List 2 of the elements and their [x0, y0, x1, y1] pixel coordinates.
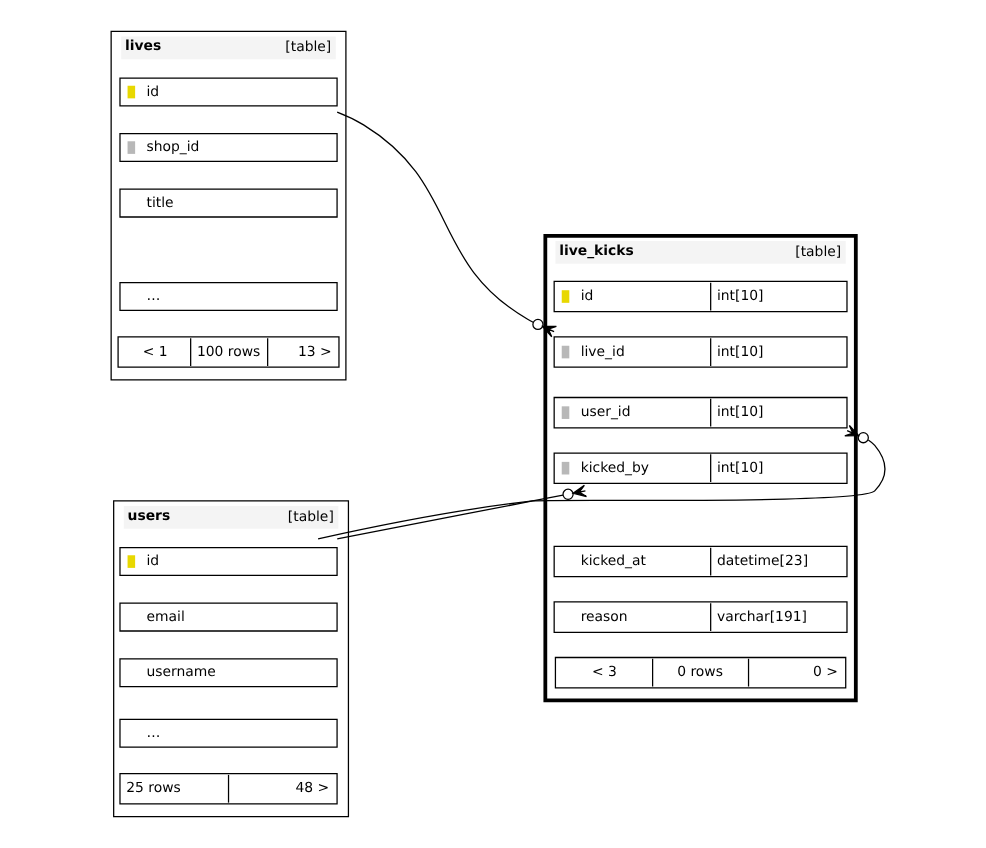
connector [336, 111, 557, 338]
connector [336, 484, 588, 540]
